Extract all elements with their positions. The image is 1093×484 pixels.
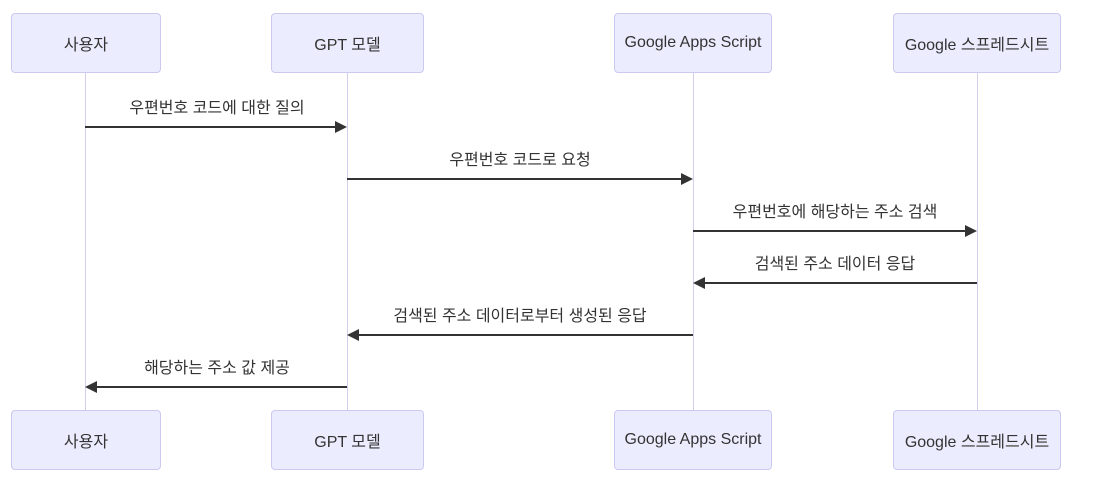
actor-label: 사용자 (63, 434, 109, 451)
message-arrow-5 (347, 329, 693, 341)
actor-label: GPT 모델 (314, 434, 381, 451)
actor-gpt-model-top: GPT 모델 (271, 13, 424, 73)
message-arrow-3 (693, 225, 977, 237)
actor-user-bottom: 사용자 (11, 410, 161, 470)
actor-label: Google 스프레드시트 (904, 37, 1050, 54)
arrowhead-right-icon (681, 173, 693, 185)
lifeline-google-apps-script (693, 73, 694, 410)
lifeline-google-spreadsheet (977, 73, 978, 410)
lifeline-gpt-model (347, 73, 348, 410)
lifeline-user (85, 73, 86, 410)
message-label-5: 검색된 주소 데이터로부터 생성된 응답 (393, 308, 647, 325)
actor-label: Google Apps Script (624, 34, 762, 51)
actor-label: Google 스프레드시트 (904, 434, 1050, 451)
message-label-1: 우편번호 코드에 대한 질의 (129, 100, 305, 117)
message-arrow-4 (693, 277, 977, 289)
arrowhead-right-icon (965, 225, 977, 237)
actor-google-apps-script-top: Google Apps Script (614, 13, 772, 73)
actor-label: 사용자 (63, 37, 109, 54)
message-label-6: 해당하는 주소 값 제공 (144, 360, 290, 377)
message-label-2: 우편번호 코드로 요청 (449, 152, 591, 169)
message-label-4: 검색된 주소 데이터 응답 (754, 256, 916, 273)
message-arrow-1 (85, 121, 347, 133)
actor-google-spreadsheet-top: Google 스프레드시트 (893, 13, 1061, 73)
actor-google-spreadsheet-bottom: Google 스프레드시트 (893, 410, 1061, 470)
actor-gpt-model-bottom: GPT 모델 (271, 410, 424, 470)
actor-label: GPT 모델 (314, 37, 381, 54)
message-arrow-2 (347, 173, 693, 185)
actor-google-apps-script-bottom: Google Apps Script (614, 410, 772, 470)
arrowhead-left-icon (693, 277, 705, 289)
actor-label: Google Apps Script (624, 431, 762, 448)
arrowhead-left-icon (347, 329, 359, 341)
arrowhead-right-icon (335, 121, 347, 133)
message-arrow-6 (85, 381, 347, 393)
actor-user-top: 사용자 (11, 13, 161, 73)
message-label-3: 우편번호에 해당하는 주소 검색 (732, 204, 938, 221)
arrowhead-left-icon (85, 381, 97, 393)
